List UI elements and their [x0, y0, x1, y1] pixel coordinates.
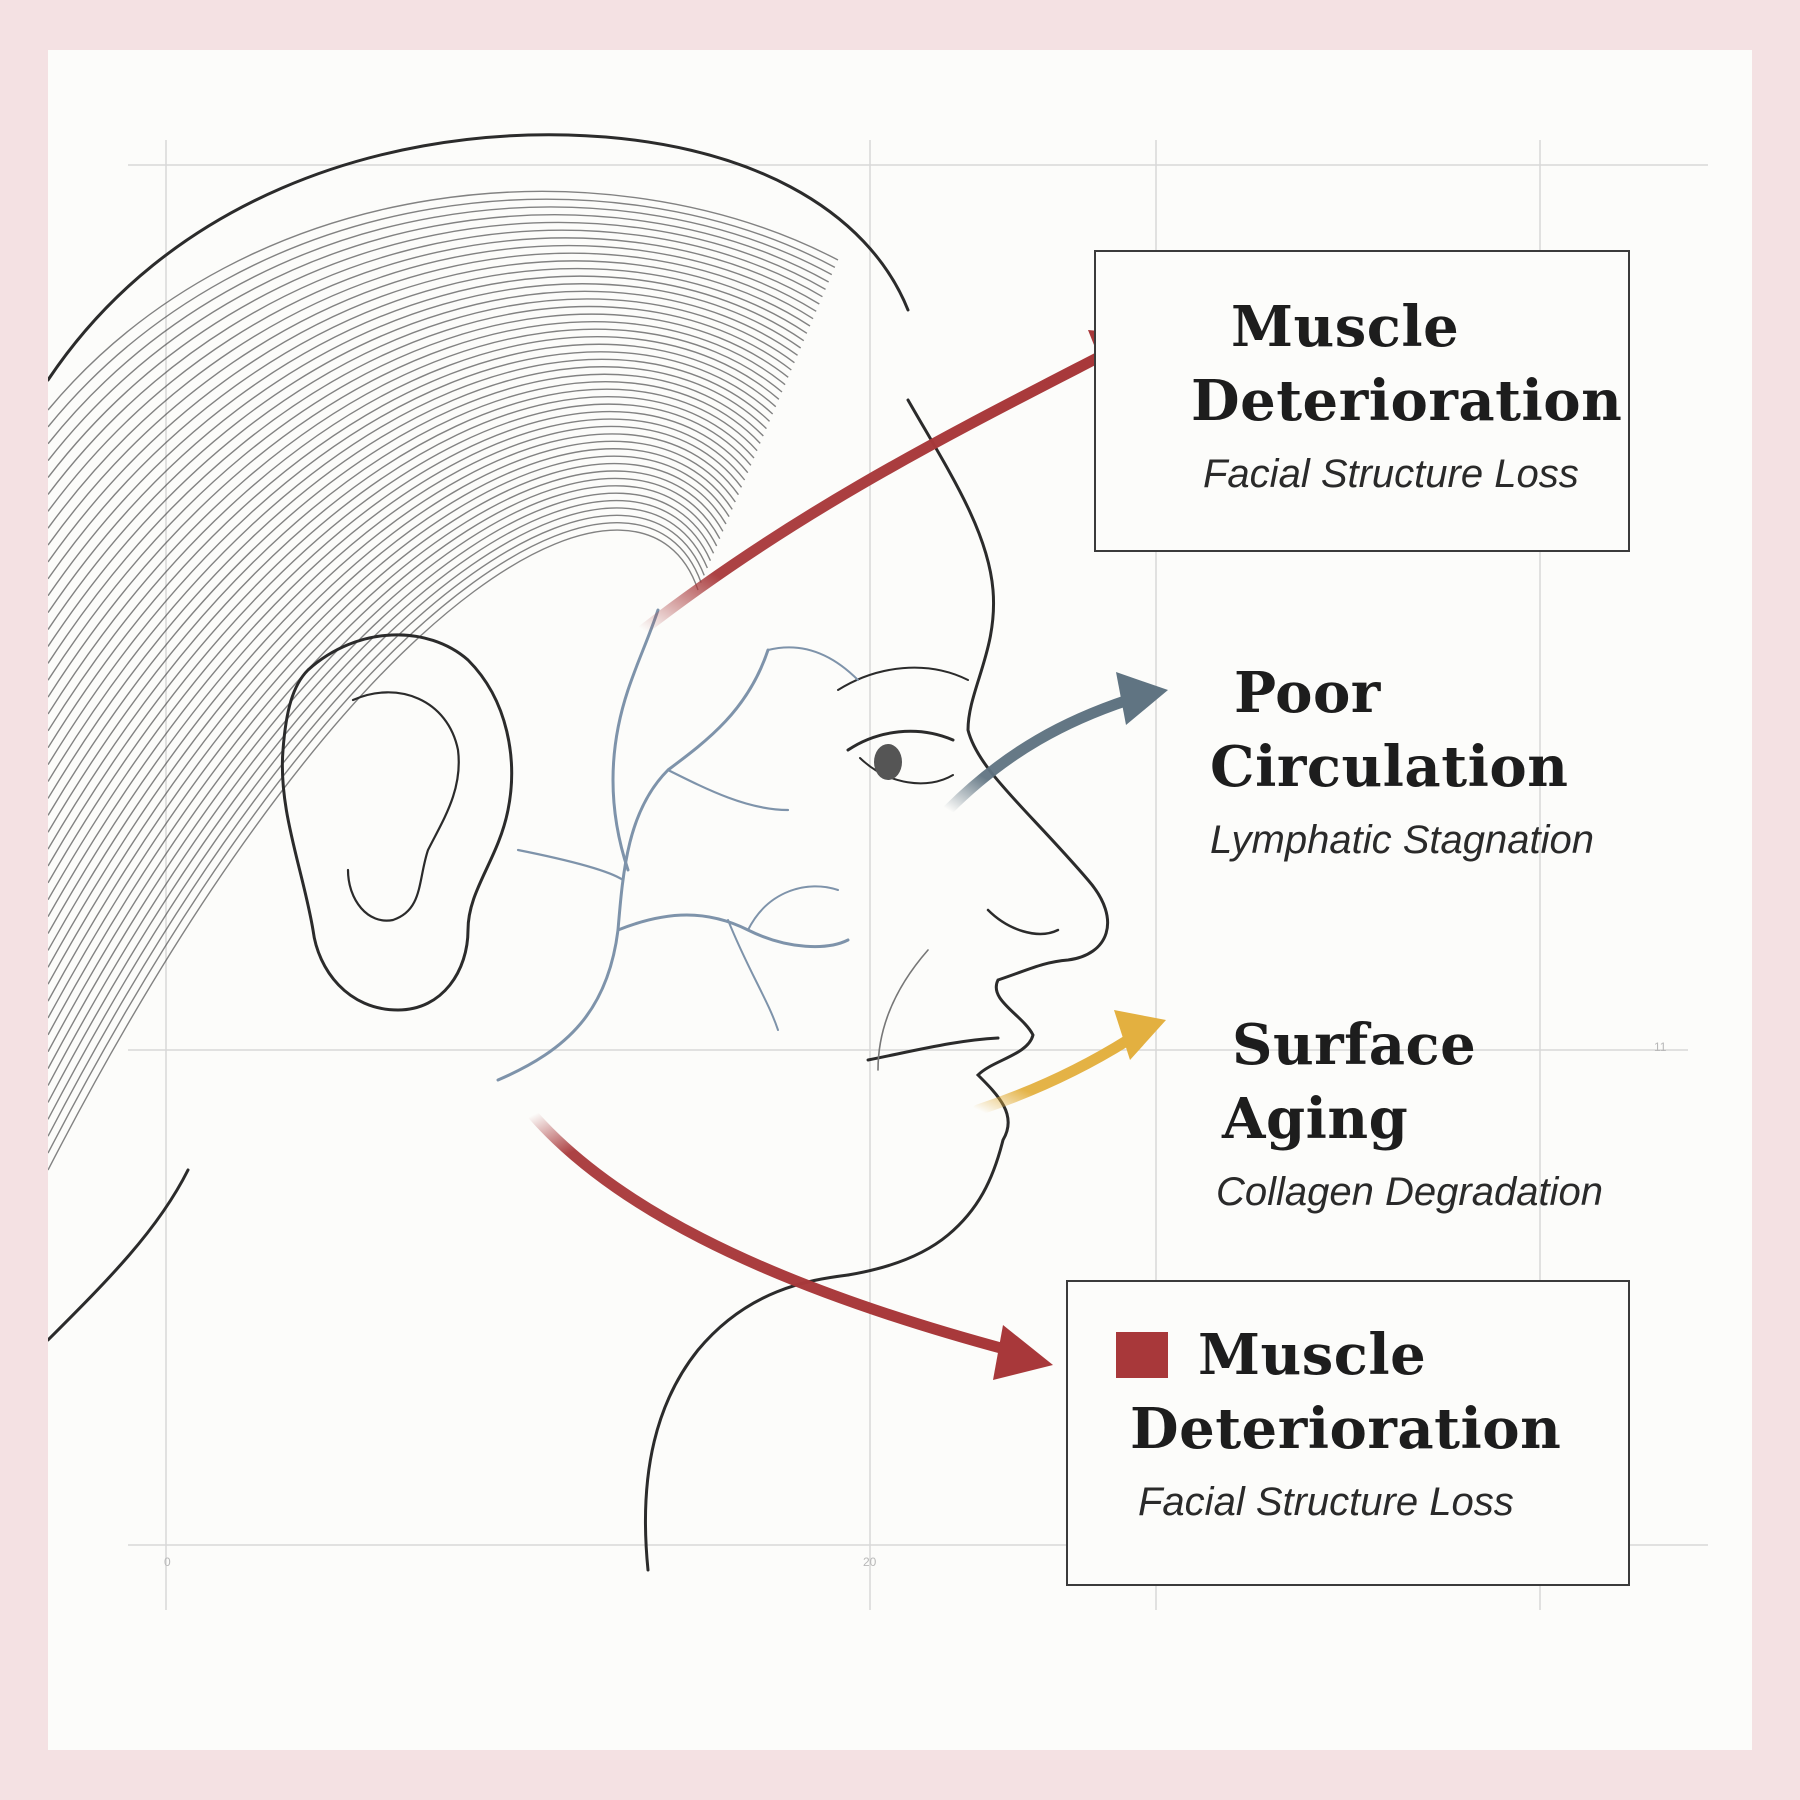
callout-subtitle: Lymphatic Stagnation [1210, 818, 1594, 862]
callout-muscle-deterioration-upper: Muscle Deterioration Facial Structure Lo… [1094, 250, 1630, 552]
hair-strand [48, 206, 833, 445]
hair-strand [48, 418, 746, 918]
callout-title: Poor Circulation [1210, 656, 1670, 804]
hair-strand [48, 328, 783, 715]
arrow-icon [993, 1325, 1053, 1380]
hair-strand [48, 260, 811, 563]
callout-subtitle: Collagen Degradation [1216, 1170, 1603, 1214]
circulation-arrow [942, 694, 1134, 816]
hair-strand [48, 448, 733, 985]
arrow-icon [1114, 1010, 1166, 1060]
callout-title: Muscle Deterioration [1191, 290, 1628, 438]
hair-strand [48, 529, 699, 1171]
callout-muscle-deterioration-lower: Muscle Deterioration Facial Structure Lo… [1066, 1280, 1630, 1586]
hair-strand [48, 514, 705, 1137]
hair-strand [48, 221, 826, 478]
hair-strand [48, 462, 727, 1019]
hair-strand [48, 358, 771, 782]
hair-strand [48, 522, 702, 1154]
hair-strand [48, 485, 718, 1069]
hair-strand [48, 343, 777, 749]
surface-arrow [972, 1034, 1134, 1116]
callout-subtitle: Facial Structure Loss [1203, 452, 1579, 496]
head-outline [48, 133, 1110, 1572]
callout-title-line: Poor [1234, 660, 1381, 726]
arrow-icon [1116, 672, 1168, 725]
callout-title-line: Deterioration [1130, 1396, 1562, 1462]
hair-strand [48, 410, 749, 901]
callout-title: Surface Aging [1216, 1008, 1676, 1156]
hair-strand [48, 425, 743, 934]
callout-title-line: Surface [1232, 1012, 1477, 1078]
hair-strand [48, 237, 820, 512]
grid-tick-label: 20 [863, 1555, 877, 1569]
hair-strand [48, 477, 721, 1053]
hair-strand [48, 190, 839, 411]
hair-strand [48, 373, 764, 816]
hair-strand [48, 290, 798, 630]
hair-strand [48, 440, 736, 968]
callout-title-line: Deterioration [1191, 368, 1623, 434]
hair-strand [48, 245, 817, 529]
hair-strand [48, 252, 814, 546]
callout-arrows [527, 330, 1168, 1380]
hair-strand [48, 229, 823, 495]
callout-title: Muscle Deterioration [1116, 1318, 1628, 1466]
hair-strand [48, 396, 755, 867]
hair-strand [48, 298, 795, 647]
hair-strand [48, 351, 774, 766]
hair-strand [48, 214, 830, 462]
hair-strand [48, 275, 805, 597]
hair-strands [48, 190, 839, 1171]
vein-network [496, 608, 859, 1082]
callout-title-line: Circulation [1210, 734, 1569, 800]
muscle-arrow-upper [637, 349, 1109, 636]
hair-strand [48, 492, 715, 1086]
callout-subtitle: Facial Structure Loss [1138, 1480, 1514, 1524]
hair-strand [48, 267, 808, 580]
hair-strand [48, 381, 761, 833]
callout-title-line: Aging [1222, 1086, 1409, 1152]
hair-strand [48, 499, 712, 1103]
hair-strand [48, 198, 836, 428]
muscle-arrow-lower [527, 1109, 1014, 1356]
hair-strand [48, 313, 789, 681]
hair-strand [48, 433, 740, 951]
grid-tick-label: 11 [1654, 1040, 1667, 1054]
callout-poor-circulation: Poor Circulation Lymphatic Stagnation [1210, 656, 1670, 868]
hair-strand [48, 366, 767, 799]
hair-strand [48, 403, 752, 884]
hair-strand [48, 320, 786, 698]
hair-strand [48, 336, 780, 732]
hair-strand [48, 305, 792, 664]
hair-strand [48, 507, 708, 1120]
hair-strand [48, 470, 724, 1036]
diagram-canvas: 0 20 11 Muscle Deterioration Facial Stru… [48, 50, 1752, 1750]
grid-tick-label: 0 [164, 1555, 171, 1569]
hair-strand [48, 388, 758, 850]
hair-strand [48, 283, 802, 614]
callout-surface-aging: Surface Aging Collagen Degradation [1216, 1008, 1676, 1220]
callout-title-line: Muscle [1198, 1322, 1427, 1388]
callout-title-line: Muscle [1231, 294, 1460, 360]
hair-strand [48, 455, 730, 1002]
marker-square-icon [1116, 1332, 1168, 1378]
